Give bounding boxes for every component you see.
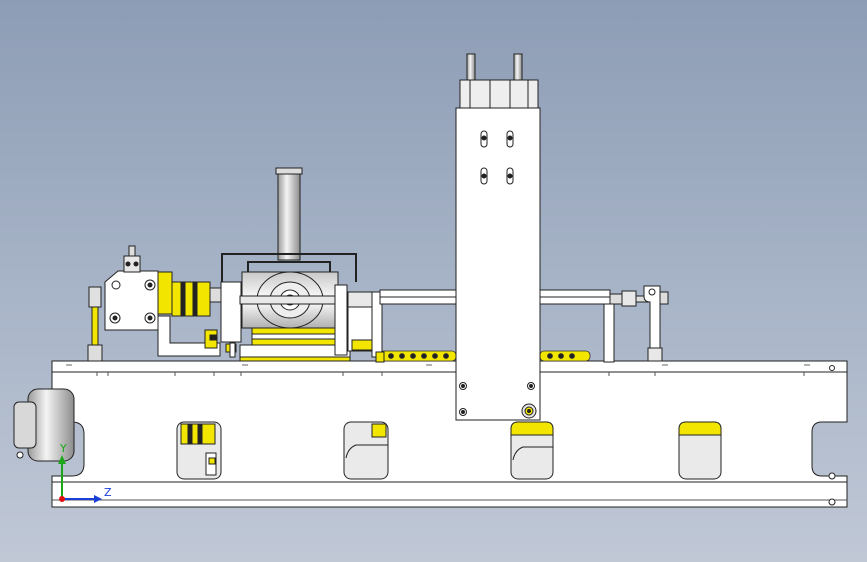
linear-guide[interactable] (379, 285, 669, 363)
pneumatic-cylinder[interactable] (87, 245, 159, 362)
x-axis-origin (59, 496, 65, 502)
beam-slots (176, 421, 722, 480)
base-top-plate[interactable] (51, 360, 848, 373)
base-main-beam[interactable] (51, 371, 848, 483)
y-axis-label: Y (59, 442, 67, 455)
cable-chain[interactable] (379, 350, 591, 362)
base-bottom-rail[interactable] (51, 481, 848, 508)
left-bracket[interactable] (157, 315, 221, 357)
base-frame[interactable] (51, 360, 848, 508)
end-cylinder[interactable] (13, 388, 75, 462)
vertical-slide-plate[interactable] (455, 53, 541, 421)
motor-assembly[interactable] (220, 167, 357, 362)
coordinate-triad[interactable]: Y Z (58, 442, 112, 503)
z-axis-label: Z (104, 486, 112, 499)
center-bracket[interactable] (334, 284, 385, 363)
